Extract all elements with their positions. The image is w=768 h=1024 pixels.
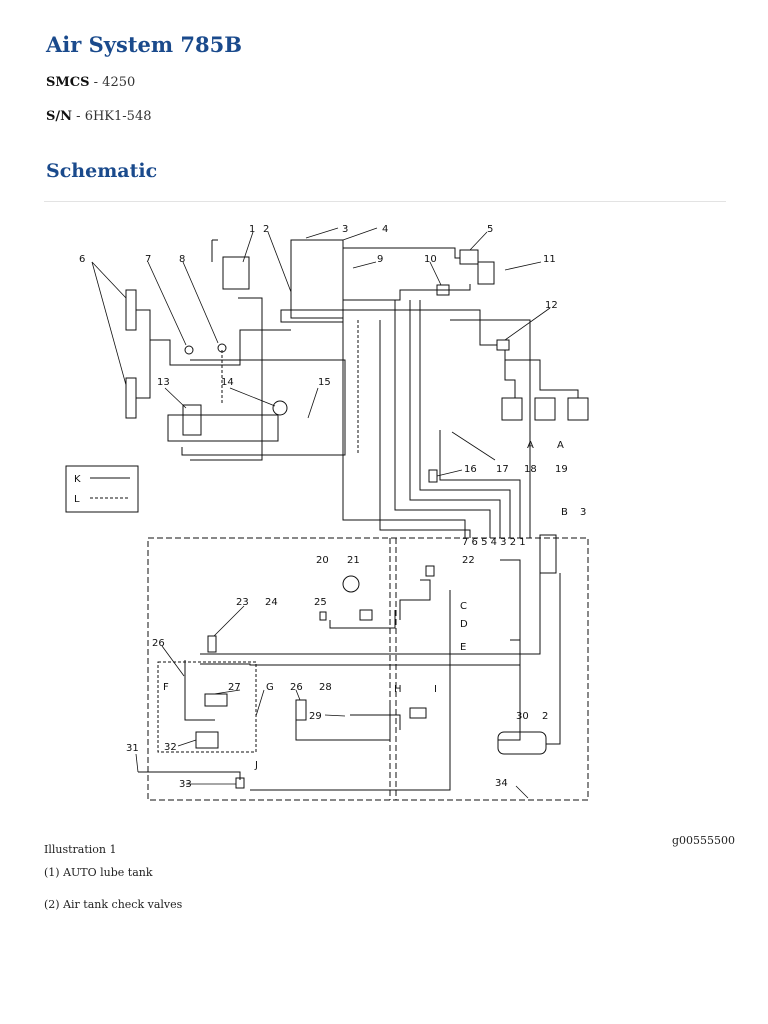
serial-number-line: S/N - 6HK1-548 [46, 109, 152, 124]
brake-19a [534, 397, 556, 421]
callout-10: 10 [424, 254, 437, 265]
callout-2: 2 [263, 224, 269, 235]
divider [44, 201, 726, 202]
valve-5 [459, 249, 479, 265]
gauge-20 [342, 575, 360, 593]
callout-17: 17 [496, 464, 509, 475]
callout-5: 5 [487, 224, 493, 235]
valve-6b [125, 377, 137, 419]
callout-12: 12 [545, 300, 558, 311]
callout-11: 11 [543, 254, 556, 265]
callout-33: 33 [179, 779, 192, 790]
air-tank-4 [290, 239, 344, 319]
svg-text:7 6 5 4 3 2 1: 7 6 5 4 3 2 1 [462, 537, 526, 548]
valve-h-i [409, 707, 427, 719]
callout-1: 1 [249, 224, 255, 235]
callout-29: 29 [309, 711, 322, 722]
callout-16: 16 [464, 464, 477, 475]
illustration-caption: Illustration 1 [44, 843, 117, 856]
valve-16 [428, 469, 438, 483]
letter-e: E [460, 642, 466, 653]
callout-27: 27 [228, 682, 241, 693]
smcs-value: - 4250 [89, 75, 136, 90]
callout-13: 13 [157, 377, 170, 388]
smcs-label: SMCS [46, 75, 90, 90]
sn-value: - 6HK1-548 [72, 109, 152, 124]
callout-20: 20 [316, 555, 329, 566]
list-item: (1) AUTO lube tank [44, 866, 153, 879]
pump-13 [182, 404, 202, 436]
item-number: (2) [44, 898, 60, 911]
callout-26b: 26 [290, 682, 303, 693]
valve-6a [125, 289, 137, 331]
cab-outline-34 [147, 537, 589, 801]
callout-31: 31 [126, 743, 139, 754]
tank-14 [167, 414, 279, 442]
letter-i: I [434, 684, 437, 695]
letter-a1: A [527, 440, 534, 451]
callout-26a: 26 [152, 638, 165, 649]
valve-b [539, 534, 557, 574]
callout-18: 18 [524, 464, 537, 475]
callout-23: 23 [236, 597, 249, 608]
callout-21: 21 [347, 555, 360, 566]
item-text: Air tank check valves [59, 898, 183, 911]
smcs-line: SMCS - 4250 [46, 75, 135, 90]
callout-3: 3 [342, 224, 348, 235]
sn-label: S/N [46, 109, 73, 124]
valve-28 [295, 699, 307, 721]
callout-4: 4 [382, 224, 388, 235]
letter-b: B [561, 507, 568, 518]
callout-24: 24 [265, 597, 278, 608]
callout-25: 25 [314, 597, 327, 608]
callout-7: 7 [145, 254, 151, 265]
valve-32 [195, 731, 219, 749]
brake-18 [501, 397, 523, 421]
schematic-diagram: K L [65, 224, 589, 801]
letter-g: G [266, 682, 274, 693]
letter-f: F [163, 682, 169, 693]
callout-19: 19 [555, 464, 568, 475]
section-heading: Schematic [46, 160, 158, 182]
valve-21 [425, 565, 435, 577]
callout-6: 6 [79, 254, 85, 265]
callout-30: 30 [516, 711, 529, 722]
callout-22: 22 [462, 555, 475, 566]
page-title: Air System 785B [46, 32, 243, 57]
legend-box [65, 465, 139, 513]
callout-14: 14 [221, 377, 234, 388]
letter-h: H [394, 684, 402, 695]
letter-j: J [254, 760, 258, 771]
illustration-id: g00555500 [672, 834, 736, 847]
callout-9: 9 [377, 254, 383, 265]
letter-d: D [460, 619, 468, 630]
lube-tank-1 [222, 256, 250, 290]
list-item: (2) Air tank check valves [44, 898, 182, 911]
callout-34: 34 [495, 778, 508, 789]
valve-23 [207, 635, 217, 653]
valve-12 [496, 339, 510, 351]
legend-l: L [74, 494, 80, 505]
callout-3-lower: 3 [580, 507, 586, 518]
item-number: (1) [44, 866, 60, 879]
brake-19b [567, 397, 589, 421]
valve-25 [359, 609, 373, 621]
callout-15: 15 [318, 377, 331, 388]
callout-32: 32 [164, 742, 177, 753]
letter-c: C [460, 601, 467, 612]
callout-8: 8 [179, 254, 185, 265]
valve-11 [477, 261, 495, 285]
item-text: AUTO lube tank [59, 866, 153, 879]
callout-2-lower: 2 [542, 711, 548, 722]
letter-a2: A [557, 440, 564, 451]
tank-30 [497, 731, 547, 755]
legend-k: K [74, 474, 81, 485]
valve-14 [272, 400, 288, 416]
callout-28: 28 [319, 682, 332, 693]
valve-27 [204, 693, 228, 707]
